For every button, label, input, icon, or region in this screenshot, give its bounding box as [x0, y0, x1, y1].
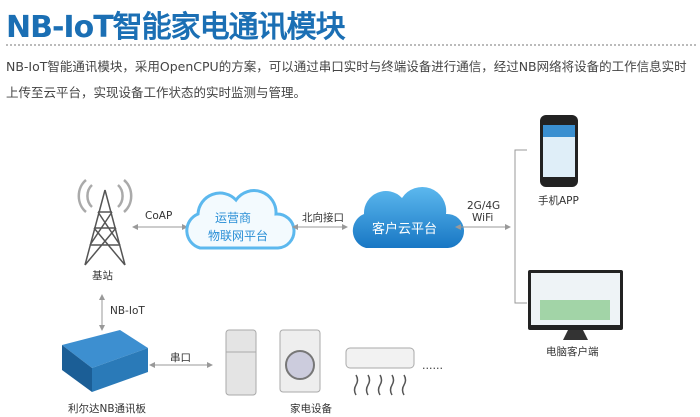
ellipsis: ……	[422, 360, 443, 372]
coap-label: CoAP	[145, 210, 173, 222]
wireless-label-line1: 2G/4G	[467, 200, 501, 212]
northbound-label: 北向接口	[302, 212, 344, 224]
phone-icon	[540, 115, 578, 187]
page-title: NB-IoT智能家电通讯模块	[6, 10, 346, 45]
divider	[6, 44, 696, 46]
tower-icon	[77, 179, 133, 266]
board-label: 利尔达NB通讯板	[68, 403, 147, 415]
pc-client-label: 电脑客户端	[546, 346, 599, 358]
base-station-label: 基站	[92, 270, 113, 282]
air-conditioner-icon	[345, 347, 415, 396]
washer-icon	[279, 329, 321, 393]
nb-board-icon	[62, 330, 148, 392]
operator-cloud-line2: 物联网平台	[208, 229, 269, 243]
fridge-icon	[225, 329, 257, 396]
description: NB-IoT智能通讯模块，采用OpenCPU的方案，可以通过串口实时与终端设备进…	[6, 59, 687, 100]
appliances-label: 家电设备	[290, 403, 332, 415]
serial-label: 串口	[170, 352, 191, 364]
operator-cloud-line1: 运营商	[215, 211, 252, 225]
wireless-label-line2: WiFi	[472, 212, 494, 224]
nbiot-label: NB-IoT	[110, 305, 145, 317]
phone-app-label: 手机APP	[538, 195, 579, 207]
customer-cloud-label: 客户云平台	[372, 222, 438, 237]
monitor-icon	[528, 270, 623, 340]
bracket-line	[514, 149, 527, 304]
customer-cloud-icon	[352, 186, 465, 248]
